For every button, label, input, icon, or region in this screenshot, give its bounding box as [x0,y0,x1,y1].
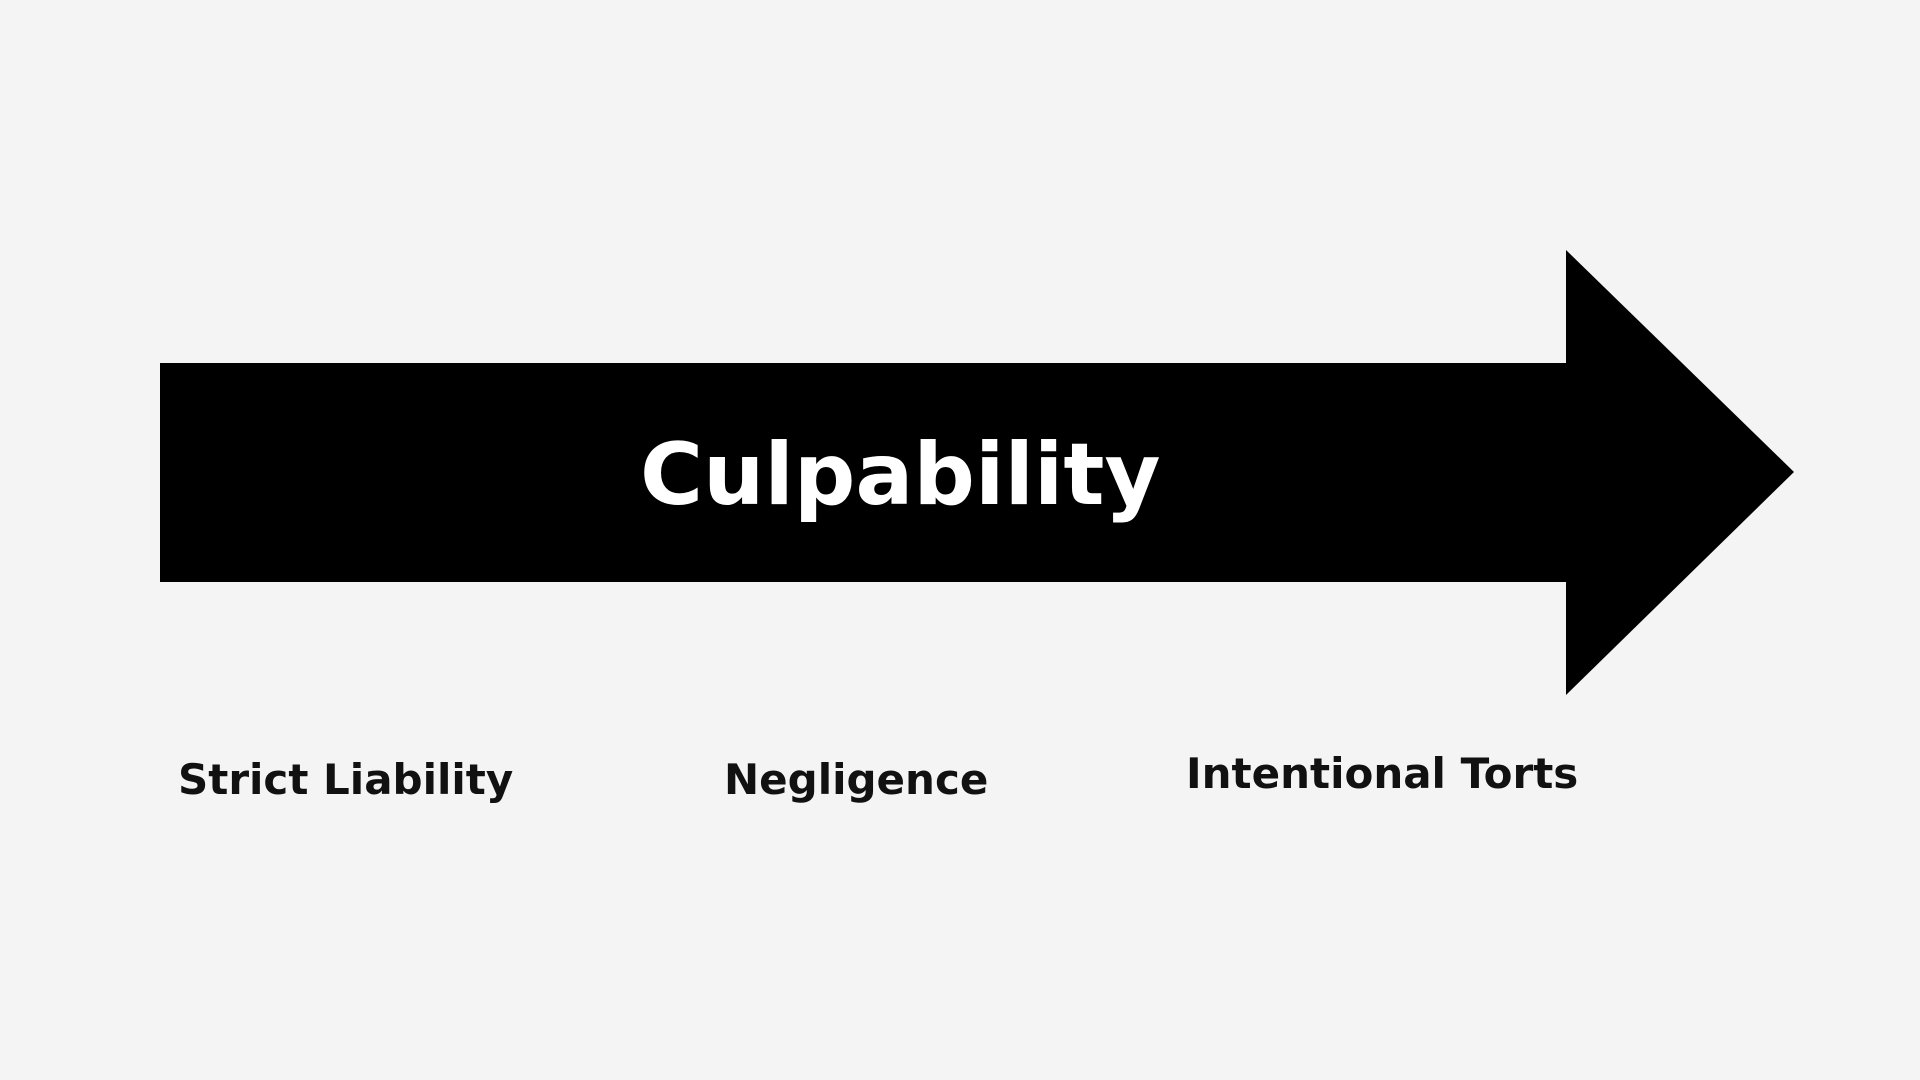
label-strict-liability: Strict Liability [178,755,514,804]
arrow-label: Culpability [640,425,1161,525]
label-intentional-torts: Intentional Torts [1186,749,1579,798]
label-negligence: Negligence [724,755,989,804]
arrow-shape [160,250,1794,695]
